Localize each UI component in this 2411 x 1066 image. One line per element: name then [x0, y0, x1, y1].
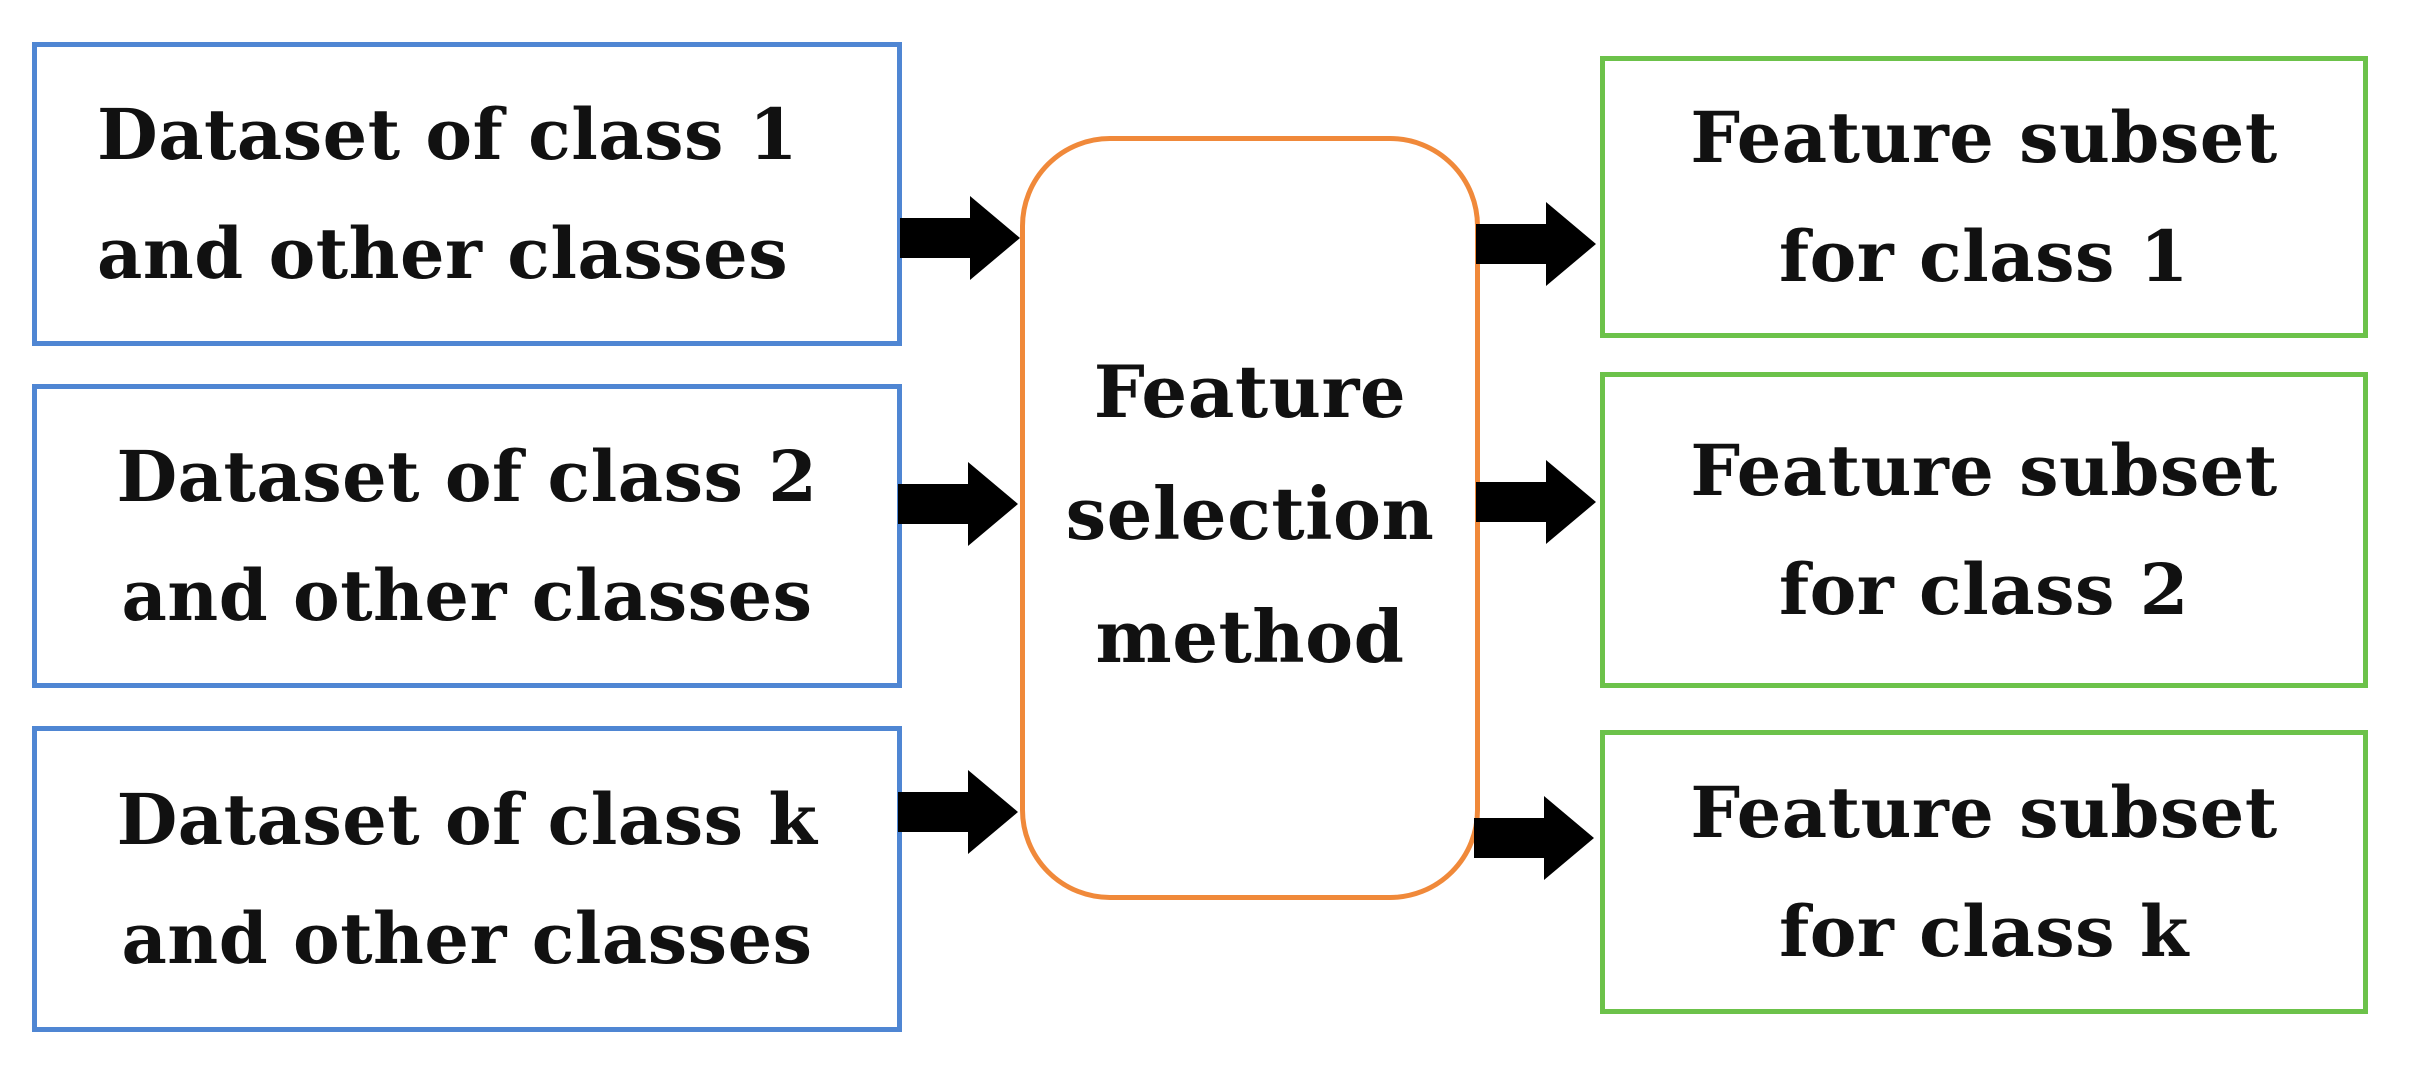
input-box-class-k-line2: and other classes — [121, 897, 813, 980]
arrow-right-icon — [898, 770, 1018, 854]
input-box-class-k-line1: Dataset of class k — [116, 778, 818, 861]
feature-selection-method-box: Feature selection method — [1020, 136, 1480, 900]
output-box-class-k: Feature subset for class k — [1600, 730, 2368, 1014]
arrow-right-icon — [898, 462, 1018, 546]
arrow-right-icon — [1476, 202, 1596, 286]
center-box-line2: selection — [1065, 471, 1435, 557]
input-box-class-1: Dataset of class 1 and other classes — [32, 42, 902, 346]
arrow-right-icon — [1474, 796, 1594, 880]
arrow-right-icon — [900, 196, 1020, 280]
arrow-right-icon — [1476, 460, 1596, 544]
output-box-class-2-line1: Feature subset — [1690, 429, 2278, 512]
input-box-class-2-line2: and other classes — [121, 554, 813, 637]
output-box-class-2-line2: for class 2 — [1778, 548, 2190, 631]
input-box-class-2: Dataset of class 2 and other classes — [32, 384, 902, 688]
center-box-line1: Feature — [1093, 349, 1407, 434]
input-box-class-1-line2: and other classes — [97, 212, 789, 295]
output-box-class-k-line2: for class k — [1779, 890, 2189, 973]
output-box-class-2: Feature subset for class 2 — [1600, 372, 2368, 688]
output-box-class-k-line1: Feature subset — [1690, 771, 2278, 854]
output-box-class-1-line2: for class 1 — [1778, 215, 2190, 298]
input-box-class-k: Dataset of class k and other classes — [32, 726, 902, 1032]
output-box-class-1: Feature subset for class 1 — [1600, 56, 2368, 338]
center-box-line3: method — [1095, 593, 1405, 679]
input-box-class-2-line1: Dataset of class 2 — [116, 435, 818, 518]
input-box-class-1-line1: Dataset of class 1 — [97, 93, 799, 176]
output-box-class-1-line1: Feature subset — [1690, 96, 2278, 179]
